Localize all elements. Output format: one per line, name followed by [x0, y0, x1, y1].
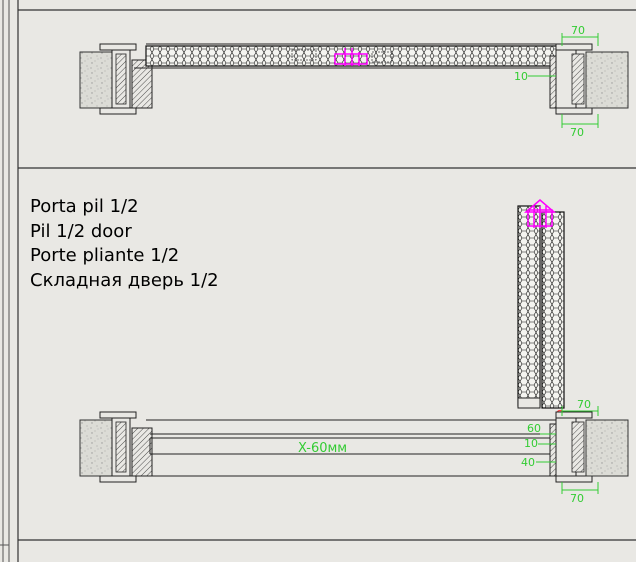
dim-top-70: 70	[571, 24, 585, 37]
dim-60: 60	[527, 422, 541, 435]
top-detail: 70 10 70	[79, 24, 629, 139]
caption-line-it: Porta pil 1/2	[30, 196, 139, 217]
wall-right-2	[585, 419, 629, 477]
dim-top-70-2: 70	[577, 398, 591, 411]
dim-bottom-70: 70	[570, 126, 584, 139]
door-leaf-1	[517, 205, 541, 407]
hinge-icon	[334, 48, 368, 66]
opening-width-label: X-60мм	[298, 441, 347, 456]
dim-40: 40	[521, 456, 535, 469]
wall-right	[585, 51, 629, 109]
door-caption: Porta pil 1/2 Pil 1/2 door Porte pliante…	[30, 195, 219, 293]
dim-10: 10	[524, 437, 538, 450]
door-leaf-2	[541, 211, 565, 409]
wall-left-2	[79, 419, 113, 477]
dim-gap-10: 10	[514, 70, 528, 83]
hinge-icon-2	[523, 199, 557, 228]
caption-line-fr: Porte pliante 1/2	[30, 245, 180, 266]
wall-left	[79, 51, 113, 109]
caption-line-ru: Складная дверь 1/2	[30, 269, 219, 291]
dim-bottom-70-2: 70	[570, 492, 584, 505]
bottom-detail: X-60мм 70 60 10 40 7	[79, 199, 629, 505]
caption-line-en: Pil 1/2 door	[30, 220, 132, 242]
